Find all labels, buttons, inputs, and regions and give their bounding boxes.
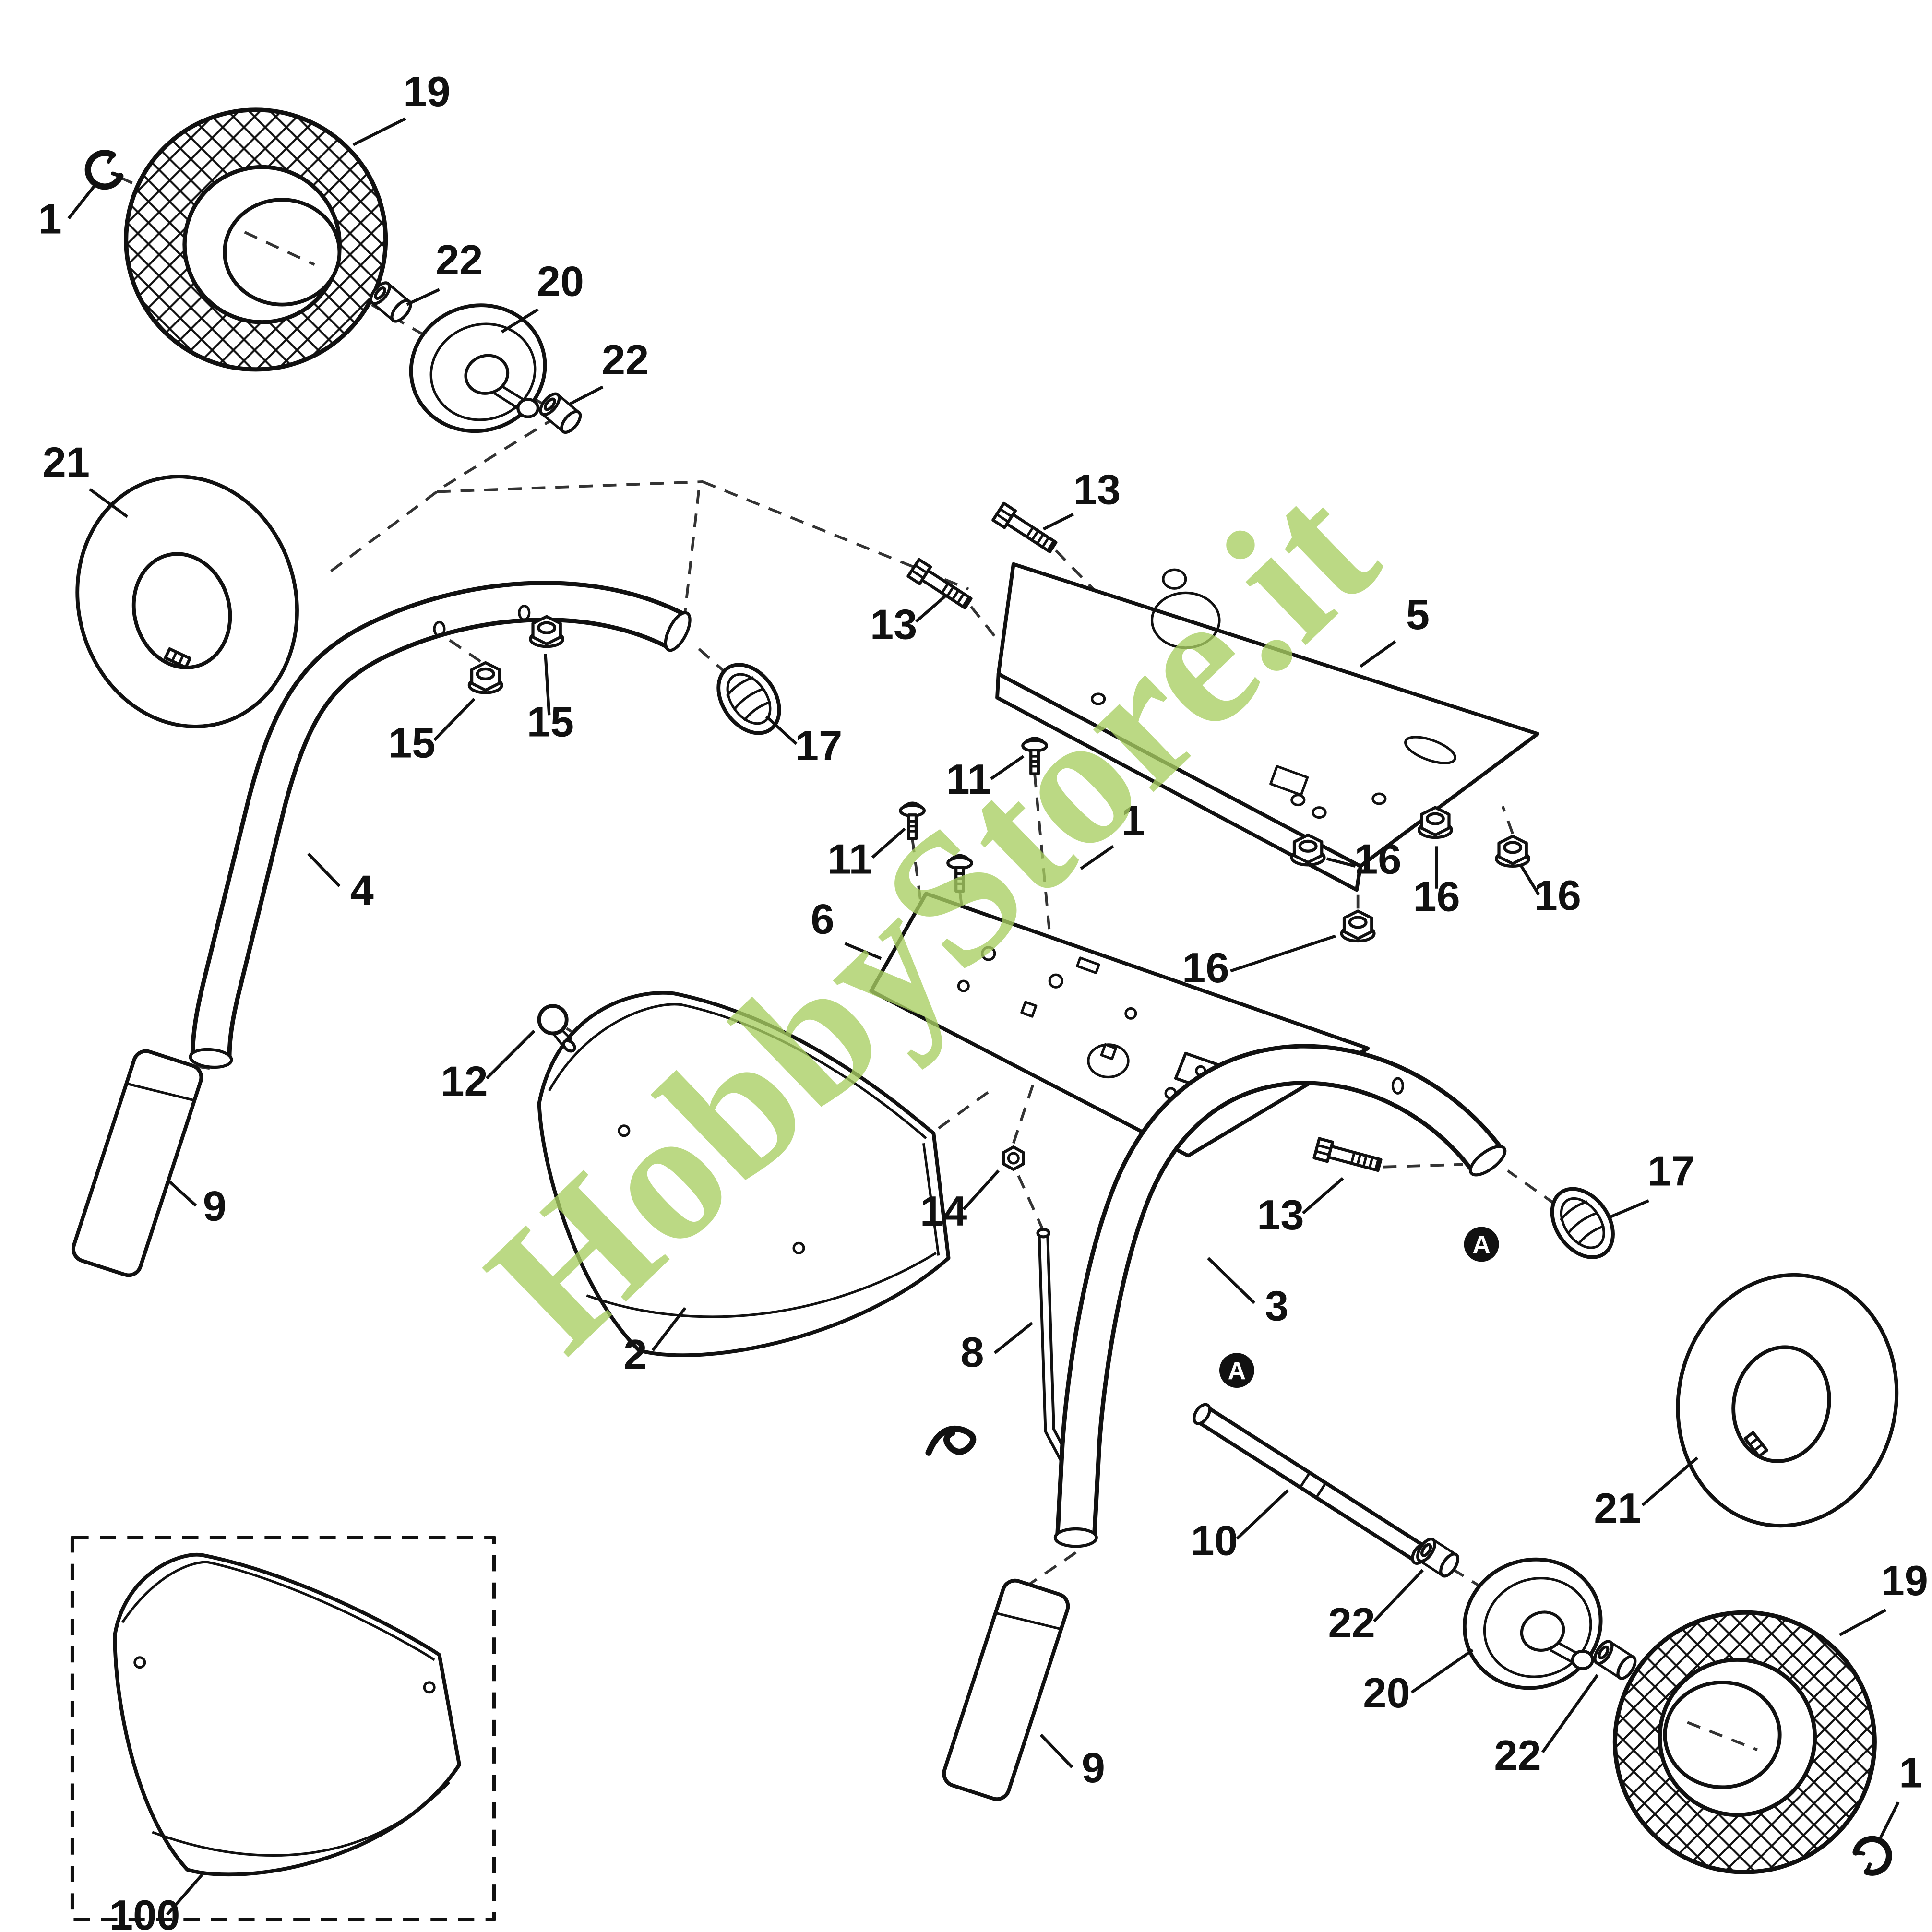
handle-tube-right: [1053, 1044, 1507, 1548]
callout-2: 2: [623, 1331, 647, 1378]
bolt-top-a: [991, 501, 1058, 553]
callout-22-top-a: 22: [436, 236, 483, 284]
chassis-plate: [995, 562, 1540, 892]
bolt-right: [1312, 1137, 1383, 1172]
callout-4: 4: [350, 867, 374, 914]
bolt-top-b: [906, 558, 973, 609]
callout-3: 3: [1265, 1282, 1288, 1330]
screw-11-a: [899, 801, 926, 840]
callout-16-d: 16: [1182, 944, 1229, 991]
callout-22-bottom-a: 22: [1328, 1599, 1375, 1646]
dashed-box: [70, 1536, 496, 1921]
valve-stem: [164, 647, 191, 669]
callout-1-middle: 1: [1121, 797, 1145, 844]
callout-9-center: 9: [1082, 1744, 1105, 1791]
deflector-boxed-area: [70, 1536, 496, 1921]
callout-17-left: 17: [795, 722, 842, 769]
callout-19-bottom: 19: [1881, 1557, 1928, 1604]
deflector-boxed: [113, 1552, 461, 1877]
marker-a-1-label: A: [1472, 1231, 1491, 1259]
callout-15-a: 15: [388, 719, 435, 767]
grommet-right: [1550, 1187, 1615, 1259]
bushing-top-a: [369, 281, 412, 323]
bushing-bottom-a: [1416, 1538, 1460, 1578]
callout-13-top-b: 13: [870, 601, 917, 648]
circlip-bottom: [1852, 1836, 1892, 1876]
callout-21-left: 21: [43, 438, 90, 486]
callout-22-top-b: 22: [602, 336, 649, 383]
callout-11-b: 11: [827, 835, 872, 883]
handle-tube-left: [189, 581, 692, 1069]
bushing-top-b: [539, 392, 582, 434]
callout-10: 10: [1191, 1517, 1238, 1564]
callout-13-top-a: 13: [1073, 466, 1121, 513]
callout-6: 6: [811, 895, 834, 942]
inner-tube-left: [75, 475, 299, 728]
circlip-top: [84, 150, 124, 190]
deflector-housing: [537, 991, 951, 1357]
callout-12: 12: [441, 1057, 488, 1105]
callout-14: 14: [920, 1187, 967, 1235]
grip-center: [942, 1578, 1070, 1801]
callout-1-bottom: 1: [1899, 1749, 1922, 1796]
callout-20-top: 20: [537, 257, 584, 305]
wheel-rim-bottom: [1462, 1557, 1603, 1690]
grommet-left: [716, 663, 781, 735]
flange-nut-16-d: [1340, 909, 1376, 943]
callout-16-c: 16: [1534, 871, 1581, 919]
flange-nut-15-b: [529, 615, 565, 648]
flange-nut-16-b: [1417, 806, 1453, 839]
callout-8: 8: [960, 1328, 984, 1376]
marker-a-1: A: [1464, 1227, 1499, 1262]
inner-tube-right: [1676, 1273, 1899, 1528]
flange-nut-16-a: [1290, 833, 1326, 867]
callout-5: 5: [1406, 591, 1430, 638]
callout-15-b: 15: [527, 698, 574, 745]
valve-stem: [1743, 1431, 1769, 1458]
callout-13-right: 13: [1257, 1191, 1304, 1239]
callout-9-left: 9: [203, 1182, 227, 1230]
ball-knob: [537, 1004, 576, 1053]
callout-11-a: 11: [946, 755, 990, 803]
wheel-tire-bottom: [1612, 1610, 1877, 1874]
wheel-tire-top: [124, 107, 388, 372]
callout-100: 100: [109, 1891, 180, 1932]
wheel-rim-top: [409, 303, 547, 433]
callout-1-top: 1: [38, 195, 61, 242]
callout-17-right: 17: [1647, 1147, 1694, 1195]
flange-nut-15-a: [467, 661, 503, 694]
grip-left: [71, 1049, 203, 1277]
marker-a-2: A: [1219, 1353, 1254, 1388]
marker-a-2-label: A: [1228, 1357, 1246, 1385]
callouts: 19 1 22 20 22 21 13 13 5 15 15 17 11 11 …: [38, 68, 1928, 1932]
leader-lines: [67, 117, 1900, 1916]
flange-nut-16-c: [1495, 835, 1531, 868]
spring-clip: [925, 1425, 977, 1456]
screw-11-b: [1021, 737, 1048, 775]
callout-20-bottom: 20: [1363, 1669, 1410, 1717]
callout-19-top: 19: [403, 68, 450, 115]
callout-21-right: 21: [1594, 1484, 1641, 1532]
callout-16-b: 16: [1413, 873, 1460, 920]
callout-16-a: 16: [1354, 835, 1401, 883]
bushing-bottom-b: [1593, 1640, 1637, 1680]
callout-22-bottom-b: 22: [1494, 1731, 1541, 1779]
screw-11-c: [946, 854, 973, 893]
hex-nut-14: [1002, 1145, 1025, 1171]
